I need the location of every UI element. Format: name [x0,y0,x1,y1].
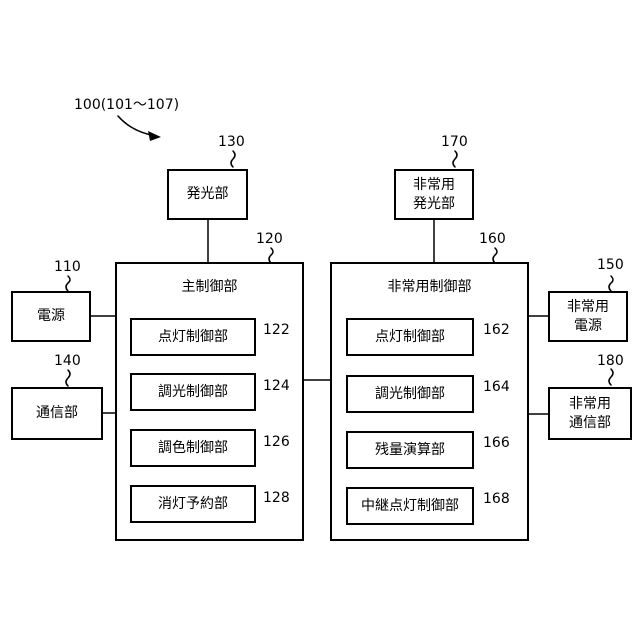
emergency-dimming-control-ref: 164 [483,379,510,395]
remaining-calc-box: 残量演算部 [346,431,474,469]
lighting-control-box: 点灯制御部 [130,318,256,356]
leader-160 [493,248,497,263]
color-control-box: 調色制御部 [130,429,256,467]
power-supply-box: 電源 [11,291,91,342]
light-emitter-ref: 130 [218,134,245,150]
power-supply-ref: 110 [54,259,81,275]
remaining-calc-ref: 166 [483,435,510,451]
color-control-ref: 126 [263,434,290,450]
system-arrow-head [148,131,161,141]
lighting-control-ref: 122 [263,322,290,338]
emergency-control-ref: 160 [479,231,506,247]
relay-lighting-control-box: 中継点灯制御部 [346,487,474,525]
leader-120 [269,248,273,263]
emergency-communication-box: 非常用 通信部 [548,387,632,440]
leader-140 [66,370,70,386]
dimming-control-box: 調光制御部 [130,373,256,411]
leader-180 [609,369,613,385]
dimming-control-ref: 124 [263,378,290,394]
leader-170 [453,151,457,167]
emergency-light-emitter-ref: 170 [441,134,468,150]
off-timer-ref: 128 [263,490,290,506]
emergency-power-box: 非常用 電源 [548,291,628,342]
communication-ref: 140 [54,353,81,369]
off-timer-box: 消灯予約部 [130,485,256,523]
emergency-power-ref: 150 [597,257,624,273]
leader-130 [231,151,235,167]
light-emitter-box: 発光部 [167,169,248,220]
relay-lighting-control-ref: 168 [483,491,510,507]
emergency-control-title: 非常用制御部 [332,276,527,296]
emergency-light-emitter-box: 非常用 発光部 [394,169,474,220]
main-control-ref: 120 [256,231,283,247]
communication-box: 通信部 [11,387,103,440]
system-ref-label: 100(101～107) [74,97,179,113]
emergency-dimming-control-box: 調光制御部 [346,375,474,413]
emergency-communication-ref: 180 [597,353,624,369]
emergency-lighting-control-ref: 162 [483,322,510,338]
leader-110 [66,276,70,291]
main-control-title: 主制御部 [117,276,302,296]
leader-150 [609,276,613,291]
emergency-lighting-control-box: 点灯制御部 [346,318,474,356]
